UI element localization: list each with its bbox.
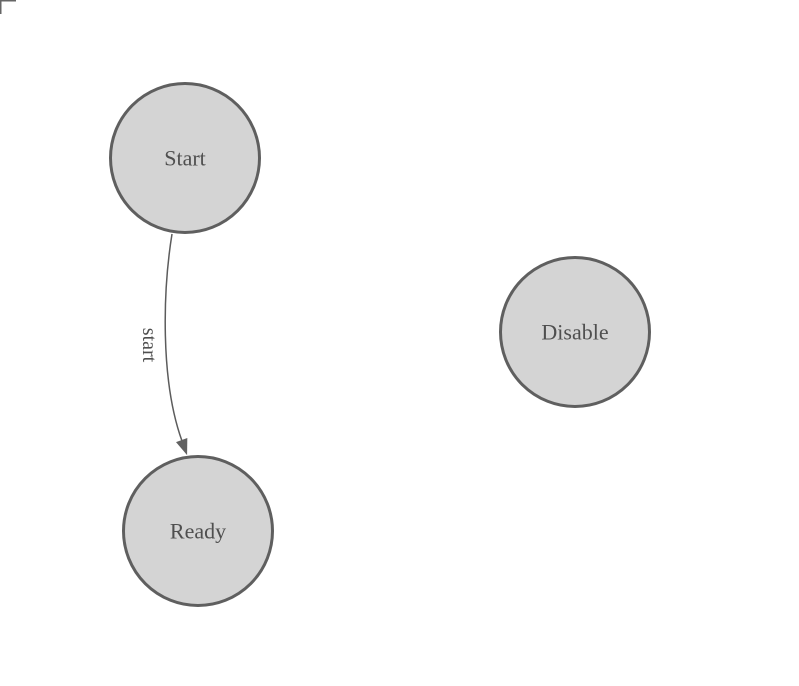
state-node-ready[interactable]: Ready <box>122 455 274 607</box>
transition-start-to-ready[interactable]: start <box>137 233 188 456</box>
state-circle-start[interactable] <box>109 82 261 234</box>
transition-label: start <box>138 328 160 363</box>
state-circle-disable[interactable] <box>499 256 651 408</box>
state-circle-ready[interactable] <box>122 455 274 607</box>
origin-corner-mark <box>0 0 16 14</box>
transition-line[interactable] <box>164 233 188 456</box>
state-node-disable[interactable]: Disable <box>499 256 651 408</box>
state-node-start[interactable]: Start <box>109 82 261 234</box>
